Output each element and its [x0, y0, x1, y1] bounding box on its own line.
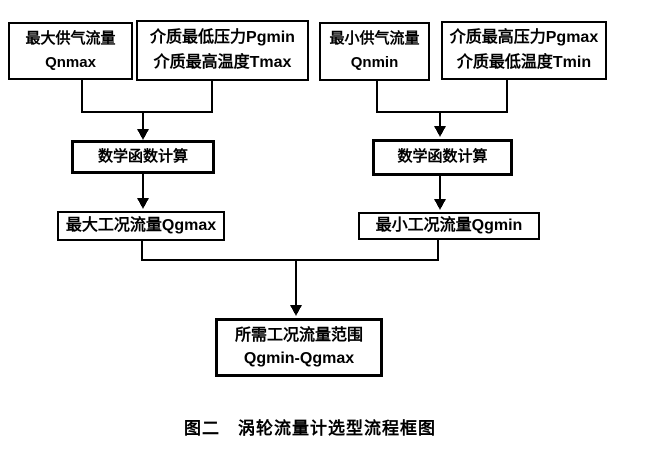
node-pgmin-tmax-line1: 介质最低压力Pgmin: [150, 29, 295, 46]
node-qnmin-line1: 最小供气流量: [329, 30, 420, 48]
merge-left-lines: [81, 80, 213, 130]
node-pgmax-tmin-line1: 介质最高压力Pgmax: [449, 29, 599, 46]
node-qgmax-label: 最大工况流量Qgmax: [65, 217, 217, 234]
node-qnmin: 最小供气流量 Qnmin: [319, 22, 430, 81]
node-math-calc-left-label: 数学函数计算: [97, 147, 188, 165]
arrowhead-to-qgmax: [137, 198, 149, 209]
merge-right-lines: [376, 80, 508, 127]
node-math-calc-right-label: 数学函数计算: [397, 148, 488, 166]
node-math-calc-right: 数学函数计算: [372, 139, 513, 176]
node-qnmax-line2: Qnmax: [45, 53, 96, 71]
node-qgmax: 最大工况流量Qgmax: [57, 211, 225, 241]
node-result-range-line1: 所需工况流量范围: [234, 327, 363, 344]
arrowhead-to-result: [290, 305, 302, 316]
node-qnmax: 最大供气流量 Qnmax: [8, 22, 133, 80]
node-result-range: 所需工况流量范围 Qgmin-Qgmax: [215, 318, 383, 377]
merge-left-connector: [81, 80, 213, 130]
node-pgmax-tmin-line2: 介质最低温度Tmin: [456, 54, 592, 71]
merge-bottom-lines: [141, 240, 439, 306]
merge-right-connector: [376, 80, 508, 127]
node-pgmax-tmin: 介质最高压力Pgmax 介质最低温度Tmin: [441, 21, 607, 80]
node-pgmin-tmax: 介质最低压力Pgmin 介质最高温度Tmax: [136, 20, 309, 81]
arrowhead-to-math-left: [137, 129, 149, 140]
node-qnmax-line1: 最大供气流量: [25, 29, 116, 47]
node-result-range-line2: Qgmin-Qgmax: [243, 350, 355, 367]
node-pgmin-tmax-line2: 介质最高温度Tmax: [153, 54, 292, 71]
arrowhead-to-math-right: [434, 126, 446, 137]
node-qgmin-label: 最小工况流量Qgmin: [375, 217, 523, 234]
merge-bottom-connector: [141, 240, 439, 306]
node-math-calc-left: 数学函数计算: [71, 140, 215, 174]
node-qnmin-line2: Qnmin: [350, 54, 399, 71]
arrowhead-to-qgmin: [434, 199, 446, 210]
node-qgmin: 最小工况流量Qgmin: [358, 212, 540, 240]
figure-caption: 图二 涡轮流量计选型流程框图: [184, 419, 436, 438]
